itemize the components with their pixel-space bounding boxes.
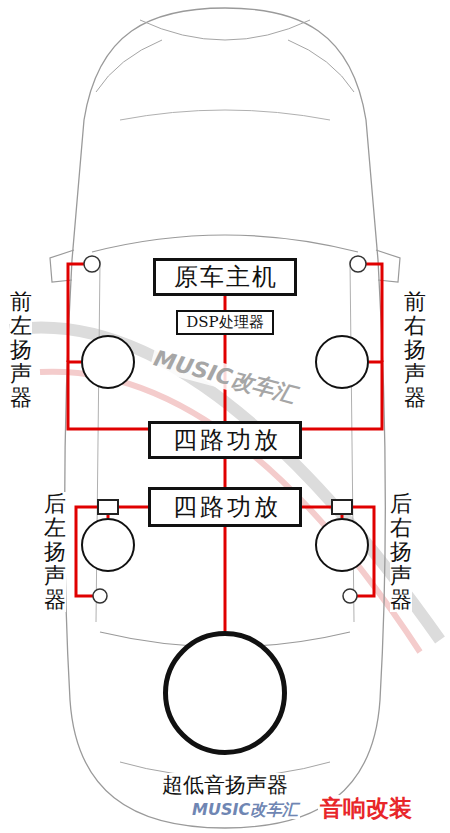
speaker-wire — [224, 527, 227, 631]
dsp-box: DSP处理器 — [176, 310, 274, 335]
amplifier-box: 四路功放 — [148, 487, 302, 527]
speaker-wire — [224, 459, 227, 487]
speaker-circle: 后左扬声器 — [81, 518, 135, 572]
speaker-label: 后左扬声器 — [44, 492, 66, 613]
logo-text: MUSIC改车汇 — [190, 801, 300, 819]
car-mirror — [376, 250, 400, 282]
tweeter-symbol — [84, 256, 100, 272]
tweeter-wire — [366, 264, 382, 362]
crossover-symbol — [98, 500, 118, 514]
subwoofer-circle: 超低音扬声器 — [163, 631, 287, 755]
speaker-circle: 前左扬声器 — [81, 335, 135, 389]
watermark-swoosh — [40, 372, 420, 652]
car-body — [65, 8, 385, 828]
box-label: 四路功放 — [170, 427, 281, 453]
watermark-text: MUSIC改车汇 — [149, 345, 300, 408]
speaker-circle: 后右扬声器 — [315, 518, 369, 572]
amplifier-box: 四路功放 — [148, 421, 302, 459]
speaker-circle: 前右扬声器 — [315, 335, 369, 389]
car-headlight — [96, 40, 162, 92]
tweeter-symbol — [343, 589, 357, 603]
tweeter-wire — [68, 264, 84, 362]
box-label: 四路功放 — [170, 494, 281, 520]
car-mirror — [50, 250, 74, 282]
car-hood-line — [140, 20, 310, 40]
speaker-label: 前左扬声器 — [10, 290, 32, 411]
speaker-label: 后右扬声器 — [390, 492, 412, 613]
box-label: DSP处理器 — [186, 314, 263, 331]
car-windshield — [92, 235, 358, 252]
tweeter-symbol — [350, 256, 366, 272]
speaker-label: 超低音扬声器 — [162, 773, 288, 797]
speaker-wire — [224, 296, 227, 310]
box-label: 原车主机 — [172, 264, 278, 290]
car-headlight — [288, 40, 354, 92]
tweeter-symbol — [93, 589, 107, 603]
speaker-label: 前右扬声器 — [404, 290, 426, 411]
brand-text: 音响改装 — [318, 795, 414, 821]
crossover-symbol — [332, 500, 352, 514]
head-unit-box: 原车主机 — [153, 258, 297, 296]
car-hood-line — [120, 110, 330, 120]
